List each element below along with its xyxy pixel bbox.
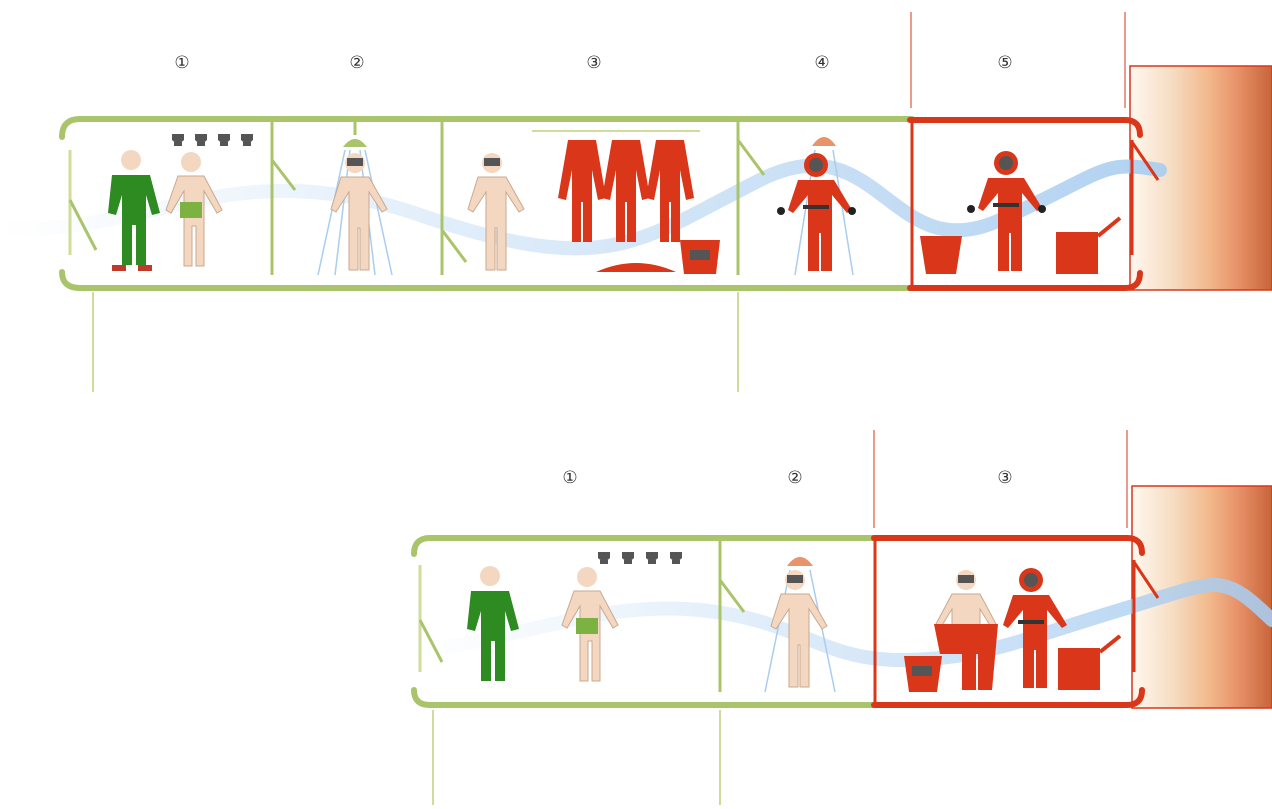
respirator-icon bbox=[172, 134, 253, 146]
container-icon bbox=[1058, 634, 1122, 690]
bucket-icon bbox=[904, 656, 942, 692]
shower-icon bbox=[794, 137, 854, 276]
hazmat-suit-icon bbox=[558, 140, 694, 242]
exit-door-open bbox=[1130, 141, 1160, 181]
enclosure-top-clean bbox=[59, 116, 915, 140]
person-undressing bbox=[934, 570, 998, 690]
enclosure-bottom-contaminated bbox=[871, 687, 1145, 708]
contaminated-wall bbox=[1129, 65, 1272, 291]
stage-label-4: ④ bbox=[814, 53, 829, 73]
enclosure-top-contaminated bbox=[907, 117, 1143, 138]
entry-door-open bbox=[418, 619, 444, 663]
stage-label-3: ③ bbox=[586, 53, 601, 73]
person-underwear bbox=[165, 152, 223, 267]
entry-door-open bbox=[68, 199, 98, 251]
person-naked-respirator bbox=[770, 570, 828, 688]
enclosure-bottom-clean bbox=[59, 269, 915, 291]
person-hazmat-suit bbox=[1003, 568, 1067, 688]
stage-label-2: ② bbox=[787, 468, 802, 488]
stage-label-2: ② bbox=[349, 53, 364, 73]
diagram-five-stage: ① ② ③ ④ ⑤ bbox=[0, 12, 1272, 392]
enclosure-top-clean bbox=[411, 535, 879, 557]
person-hazmat-suit bbox=[967, 151, 1046, 271]
partition bbox=[270, 120, 766, 275]
container-icon bbox=[680, 240, 720, 274]
person-hazmat-suit bbox=[777, 153, 856, 271]
container-icon bbox=[1056, 216, 1122, 274]
diagram-three-stage: ① ② ③ bbox=[411, 430, 1272, 805]
person-naked-respirator bbox=[467, 153, 525, 271]
enclosure-top-contaminated bbox=[871, 535, 1145, 556]
enclosure-bottom-clean bbox=[411, 687, 879, 708]
respirator-icon bbox=[598, 552, 682, 564]
stage-label-3: ③ bbox=[997, 468, 1012, 488]
stage-label-5: ⑤ bbox=[997, 53, 1012, 73]
shower-icon bbox=[764, 557, 836, 693]
enclosure-bottom-contaminated bbox=[907, 270, 1143, 291]
discarded-suit bbox=[596, 263, 676, 272]
exit-door-open bbox=[1132, 561, 1160, 599]
stage-label-1: ① bbox=[562, 468, 577, 488]
person-clothed bbox=[467, 566, 519, 681]
partition bbox=[718, 540, 746, 692]
person-naked-respirator bbox=[330, 153, 388, 271]
stage-label-1: ① bbox=[174, 53, 189, 73]
person-clothed bbox=[108, 150, 160, 271]
person-underwear bbox=[561, 567, 619, 682]
bucket-icon bbox=[920, 236, 962, 274]
